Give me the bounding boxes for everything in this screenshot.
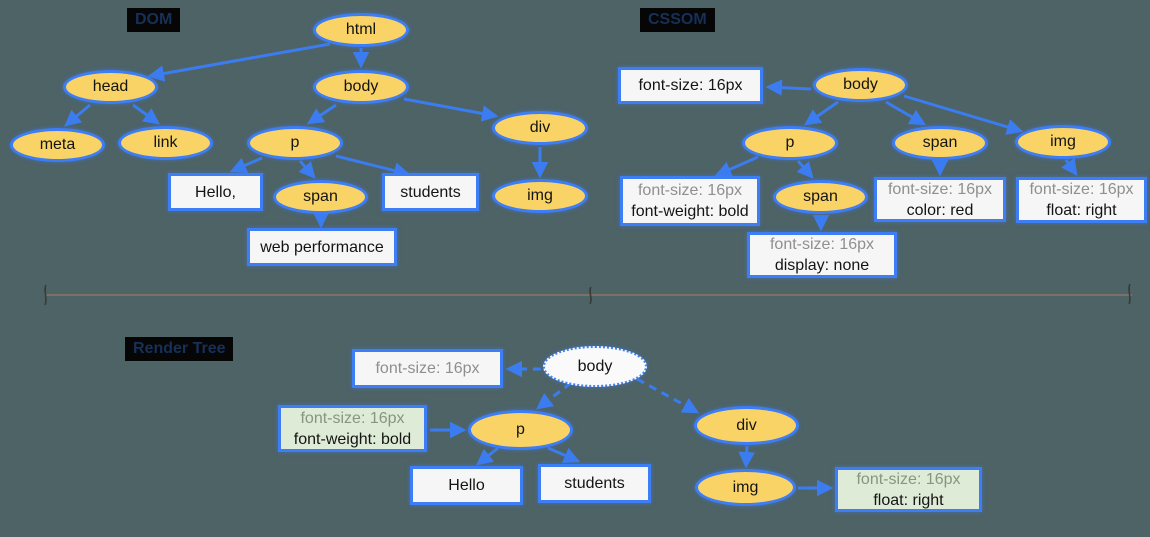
cssom-rule-p-line1: font-size: 16px	[637, 182, 743, 199]
render-rule-p-line2: font-weight: bold	[293, 430, 412, 448]
dom-node-p: p	[247, 126, 343, 160]
render-rule-img: font-size: 16px float: right	[835, 467, 982, 512]
dom-textnode-hello-label: Hello,	[195, 183, 236, 201]
cssom-node-span: span	[892, 126, 988, 160]
render-node-p: p	[468, 410, 573, 450]
render-tree-heading: Render Tree	[125, 337, 234, 361]
cssom-rule-img-line2: float: right	[1046, 202, 1117, 219]
cssom-rule-span-child-line2: display: none	[774, 257, 870, 274]
edge-p-span	[298, 160, 316, 179]
dom-textnode-webperf-label: web performance	[260, 238, 384, 256]
edge-body-p	[306, 103, 337, 125]
render-textnode-students-label: students	[564, 475, 625, 492]
edge-html-head	[147, 42, 331, 82]
render-rule-body: font-size: 16px	[352, 349, 503, 388]
cssom-heading: CSSOM	[640, 8, 715, 32]
dom-node-link: link	[118, 126, 213, 160]
cssom-node-p: p	[742, 126, 838, 160]
edge-body-div	[403, 97, 499, 122]
cssom-node-span-child: span	[773, 180, 868, 214]
cssom-rule-span: font-size: 16px color: red	[874, 177, 1006, 222]
dom-textnode-students-label: students	[400, 183, 461, 201]
edge-cssom-body-p	[803, 100, 839, 126]
edge-cssom-body-span	[885, 100, 927, 126]
cssom-rule-span-child: font-size: 16px display: none	[747, 232, 897, 278]
dom-node-body: body	[313, 70, 409, 104]
cssom-rule-span-child-line1: font-size: 16px	[769, 236, 875, 253]
dom-textnode-students: students	[382, 173, 479, 211]
edge-p-hello	[229, 156, 263, 173]
dom-node-head: head	[63, 70, 158, 104]
edge-head-meta	[64, 103, 91, 127]
cssom-rule-img: font-size: 16px float: right	[1016, 177, 1147, 223]
edge-p-students	[335, 154, 411, 179]
render-node-div: div	[694, 406, 799, 445]
edge-render-body-div	[636, 377, 700, 414]
edge-cssom-body-box	[765, 79, 812, 96]
render-rule-p-line1: font-size: 16px	[300, 409, 405, 427]
render-textnode-hello: Hello	[410, 466, 523, 505]
cssom-rule-span-line1: font-size: 16px	[887, 180, 993, 198]
dom-node-img: img	[492, 179, 588, 213]
dom-textnode-hello: Hello,	[168, 173, 263, 211]
cssom-rule-body-line1: font-size: 16px	[638, 77, 743, 94]
render-node-body: body	[543, 346, 647, 387]
dom-heading: DOM	[127, 8, 181, 32]
cssom-rule-img-line1: font-size: 16px	[1029, 181, 1134, 198]
edge-render-p-hello	[476, 446, 499, 466]
cssom-rule-body: font-size: 16px	[618, 67, 763, 104]
dom-node-div: div	[492, 111, 588, 145]
render-rule-img-line2: float: right	[873, 491, 944, 509]
dom-node-html: html	[313, 13, 409, 47]
cssom-rule-span-line2: color: red	[906, 201, 974, 219]
edge-render-body-p	[536, 381, 572, 410]
cssom-rule-p-line2: font-weight: bold	[631, 203, 749, 220]
render-rule-p: font-size: 16px font-weight: bold	[278, 405, 427, 452]
cssom-node-img: img	[1015, 125, 1111, 159]
render-rule-body-line1: font-size: 16px	[375, 360, 480, 377]
render-node-img: img	[695, 469, 796, 506]
dom-node-span: span	[273, 180, 368, 214]
cssom-node-body: body	[813, 68, 908, 102]
edge-cssom-p-box	[714, 155, 759, 177]
render-textnode-hello-label: Hello	[448, 477, 485, 494]
dom-node-meta: meta	[10, 128, 105, 162]
render-textnode-students: students	[538, 464, 651, 503]
edge-render-div-img	[738, 445, 755, 469]
edge-render-p-students	[547, 446, 581, 463]
edge-cssom-body-img	[903, 94, 1024, 135]
edge-head-link	[132, 103, 161, 125]
section-divider	[44, 283, 1132, 306]
dom-textnode-webperf: web performance	[247, 228, 397, 266]
render-rule-img-line1: font-size: 16px	[856, 470, 961, 488]
edge-cssom-img-box	[1061, 157, 1078, 177]
edge-cssom-p-span2	[796, 160, 814, 179]
cssom-rule-p: font-size: 16px font-weight: bold	[620, 176, 760, 226]
